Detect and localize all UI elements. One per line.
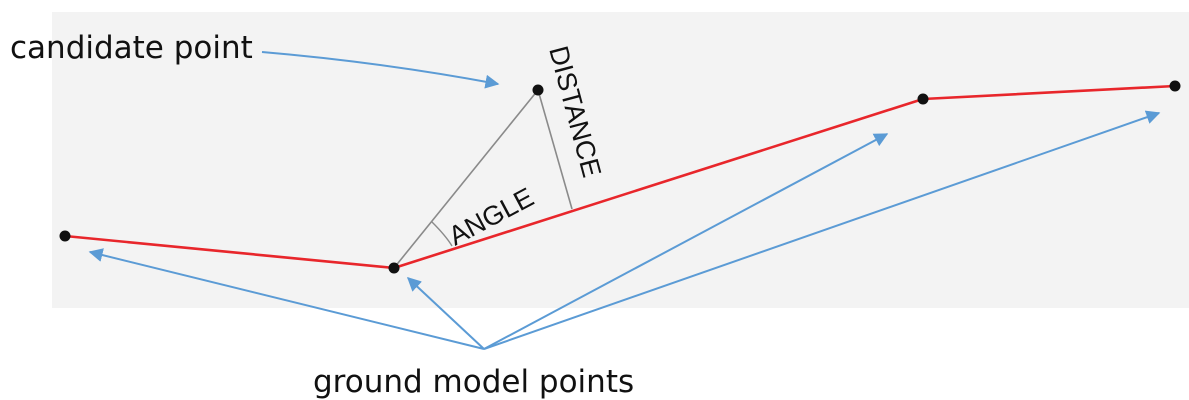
angle-ray-line — [393, 89, 539, 269]
ground-model-point-3 — [917, 93, 929, 105]
candidate-point-arrow — [261, 51, 500, 89]
ground-point-arrow-2 — [406, 277, 485, 350]
ground-point-arrow-4 — [483, 110, 1161, 350]
distance-perpendicular-line — [537, 89, 573, 210]
candidate-point — [532, 84, 544, 96]
ground-model-point-1 — [59, 230, 71, 242]
ground-point-arrow-1 — [88, 248, 485, 350]
ground-point-arrow-3 — [483, 133, 889, 350]
ground-model-line — [64, 84, 1176, 270]
ground-model-point-4 — [1169, 80, 1181, 92]
diagram-background-panel — [52, 12, 1189, 308]
candidate-point-label: candidate point — [10, 30, 253, 66]
ground-model-point-2 — [388, 262, 400, 274]
ground-model-points-label: ground model points — [313, 364, 634, 400]
angle-arc — [431, 221, 453, 247]
